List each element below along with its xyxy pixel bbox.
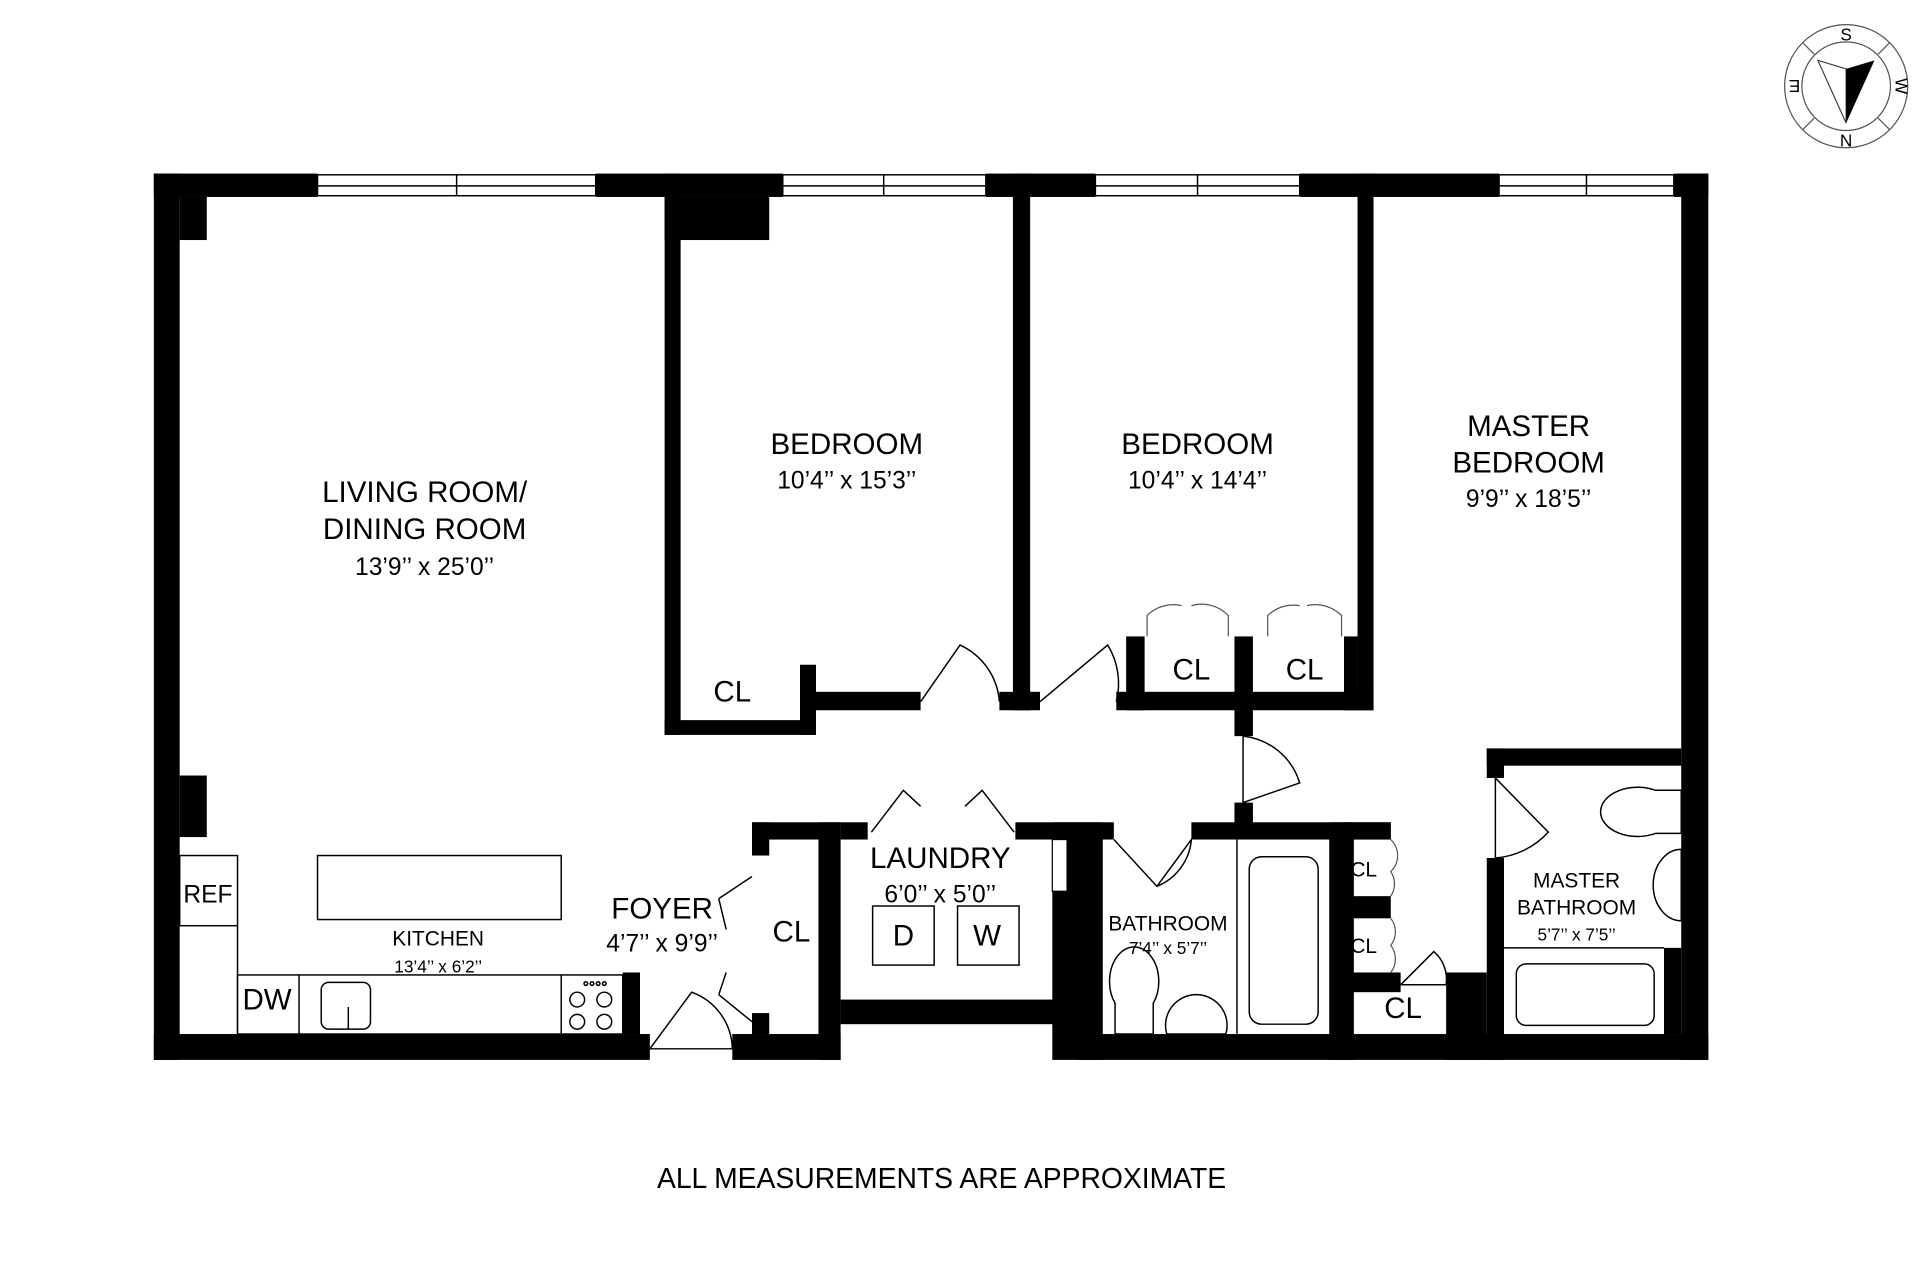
washer-label: W	[973, 919, 1001, 952]
kitchen-size: 13’4’’ x 6’2’’	[394, 956, 482, 976]
closet-label: CL	[773, 916, 811, 949]
master-bathroom-label-2: BATHROOM	[1517, 897, 1636, 920]
bedroom2-label: BEDROOM	[1121, 428, 1274, 461]
walls	[153, 173, 1709, 1060]
bathroom-sink	[1164, 993, 1228, 1035]
compass-south: S	[1840, 25, 1851, 45]
dining-room-label: DINING ROOM	[323, 513, 526, 546]
bathroom-size: 7’4’’ x 5’7’’	[1129, 938, 1207, 958]
refrigerator-label: REF	[183, 881, 232, 908]
master-bedroom-label-1: MASTER	[1467, 410, 1590, 443]
footnote: ALL MEASUREMENTS ARE APPROXIMATE	[657, 1162, 1226, 1194]
master-bathtub	[1515, 963, 1655, 1027]
compass-icon: S N W E	[1784, 24, 1911, 150]
doors	[648, 603, 1550, 1050]
dryer	[871, 905, 935, 966]
bedroom2-size: 10’4’’ x 14’4’’	[1128, 468, 1267, 495]
laundry-label: LAUNDRY	[870, 842, 1011, 875]
foyer-size: 4’7’’ x 9’9’’	[606, 931, 718, 958]
closet-label: CL	[713, 676, 751, 709]
closet-label: CL	[1173, 654, 1211, 687]
washer	[956, 905, 1020, 966]
kitchen-island	[316, 854, 562, 921]
master-bedroom-label-2: BEDROOM	[1452, 447, 1605, 480]
master-sink	[1652, 848, 1682, 922]
closet-label: CL	[1350, 935, 1377, 958]
closet-label: CL	[1350, 858, 1377, 881]
kitchen-counter	[236, 974, 624, 1035]
fixtures	[178, 786, 1682, 1035]
compass-east: E	[1789, 76, 1800, 96]
master-bathroom-label-1: MASTER	[1533, 870, 1620, 893]
dryer-label: D	[893, 919, 914, 952]
bedroom1-label: BEDROOM	[770, 428, 923, 461]
living-room-size: 13’9’’ x 25’0’’	[355, 554, 494, 581]
living-room-label: LIVING ROOM/	[322, 476, 528, 509]
closet-label: CL	[1384, 992, 1422, 1025]
dishwasher-label: DW	[242, 983, 291, 1016]
master-bathroom-size: 5’7’’ x 7’5’’	[1538, 924, 1616, 944]
bedroom1-size: 10’4’’ x 15’3’’	[777, 468, 916, 495]
room-labels: LIVING ROOM/ DINING ROOM 13’9’’ x 25’0’’…	[183, 410, 1636, 1025]
foyer-label: FOYER	[611, 892, 713, 925]
toilet	[1108, 946, 1160, 1035]
stove-icon	[569, 980, 613, 1030]
kitchen-sink	[320, 981, 372, 1030]
master-toilet	[1599, 786, 1682, 838]
refrigerator	[178, 854, 239, 927]
kitchen-label: KITCHEN	[392, 927, 484, 950]
bathtub	[1248, 856, 1319, 1025]
master-bedroom-size: 9’9’’ x 18’5’’	[1466, 486, 1591, 513]
compass-north: N	[1840, 130, 1852, 150]
bathroom-label: BATHROOM	[1108, 913, 1227, 936]
compass-west: W	[1891, 78, 1911, 95]
closet-label: CL	[1286, 654, 1324, 687]
laundry-size: 6’0’’ x 5’0’’	[884, 881, 996, 908]
windows	[316, 174, 1675, 197]
